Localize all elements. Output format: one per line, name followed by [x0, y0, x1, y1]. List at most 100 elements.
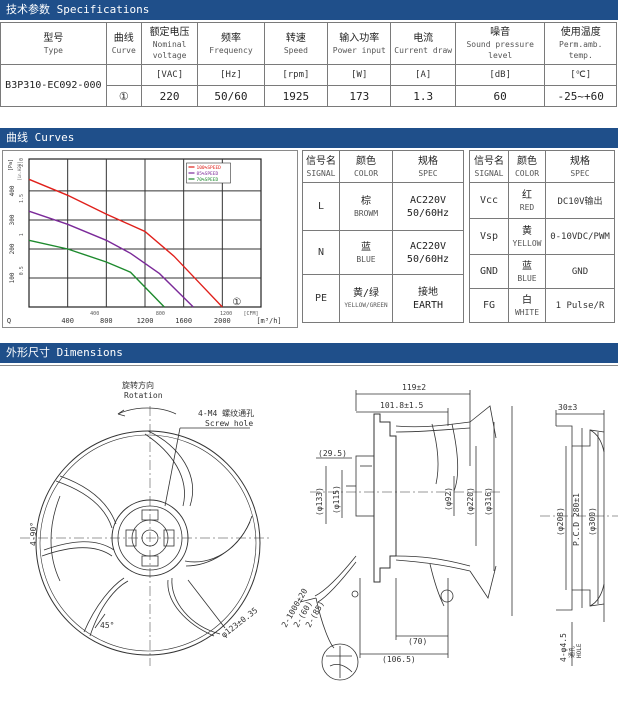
- dim-300: (φ300): [588, 507, 597, 536]
- dim-106: (106.5): [382, 655, 416, 664]
- unit-voltage: [VAC]: [140, 64, 199, 86]
- dim-208: (φ208): [556, 507, 565, 536]
- spec-curve-value: ①: [105, 85, 142, 107]
- fan-side-view: [299, 390, 513, 681]
- dim-119: 119±2: [402, 383, 426, 392]
- screw-hole-label-zh: 4-M4 螺纹通孔: [198, 408, 254, 418]
- signal-name: Vsp: [469, 218, 509, 255]
- dim-133: (φ133): [315, 487, 324, 516]
- y2-tick-label: 1.5: [19, 194, 25, 203]
- cfm-axis-label: [CFM]: [243, 311, 258, 317]
- y2-tick-label: 1: [19, 233, 25, 236]
- signal-name: N: [302, 230, 340, 275]
- signal-name: FG: [469, 288, 509, 323]
- specifications-header: 技术参数 Specifications: [0, 0, 618, 20]
- signal-spec: GND: [545, 254, 615, 289]
- y2-tick-label: 2.0: [19, 158, 25, 167]
- dim-316: (φ316): [484, 487, 493, 516]
- spec-frequency-value: 50/60: [197, 85, 265, 107]
- dimensions-header: 外形尺寸 Dimensions: [0, 343, 618, 363]
- rotation-label-en: Rotation: [124, 391, 163, 400]
- spec-power-value: 173: [327, 85, 392, 107]
- unit-power: [W]: [327, 64, 392, 86]
- y2-axis-label: [in.H2O]: [17, 161, 22, 180]
- impeller-front-view: [20, 406, 272, 666]
- spec-temp-value: -25~+60: [544, 85, 617, 107]
- unit-curve: [105, 64, 142, 86]
- x-tick-label: Q: [7, 317, 11, 325]
- x-tick-label: 1200: [137, 317, 154, 325]
- dim-29: (29.5): [318, 449, 347, 458]
- dim-92: (φ92): [444, 487, 453, 511]
- angle-4x90-label: 4-90°: [29, 522, 38, 546]
- signal-spec: DC10V输出: [545, 182, 615, 219]
- unit-current: [A]: [390, 64, 456, 86]
- curve-marker: ①: [232, 297, 241, 308]
- dim-115: (φ115): [332, 485, 341, 514]
- series-line-1: [28, 210, 194, 308]
- cfm-tick-label: 1200: [220, 311, 232, 317]
- legend-label: 85%SPEED: [197, 171, 219, 177]
- spec-type-value: B3P310-EC092-000: [0, 64, 107, 107]
- signal-name: L: [302, 182, 340, 231]
- x-tick-label: 1600: [175, 317, 192, 325]
- y-tick-label: 200: [9, 243, 16, 254]
- spec-speed-value: 1925: [263, 85, 329, 107]
- dim-pcd280: P.C.D 280±1: [572, 493, 581, 546]
- spec-current-value: 1.3: [390, 85, 456, 107]
- cfm-tick-label: 400: [90, 311, 99, 317]
- pcd-label: φ123±0.35: [220, 606, 260, 640]
- series-line-2: [28, 239, 165, 308]
- spec-noise-value: 60: [454, 85, 546, 107]
- legend-label: 100%SPEED: [197, 165, 222, 171]
- hole-label: 4-φ4.5: [559, 633, 568, 662]
- x-tick-label: 400: [61, 317, 74, 325]
- unit-speed: [rpm]: [263, 64, 329, 86]
- x-tick-label: [m³/h]: [256, 317, 281, 325]
- y2-tick-label: 0.5: [19, 266, 25, 275]
- x-tick-label: 800: [100, 317, 113, 325]
- legend-label: 70%SPEED: [197, 177, 219, 183]
- screw-hole-label-en: Screw hole: [205, 419, 253, 428]
- x-tick-label: 2000: [214, 317, 231, 325]
- signal-name: PE: [302, 274, 340, 323]
- dim-101: 101.8±1.5: [380, 401, 424, 410]
- unit-noise: [dB]: [454, 64, 546, 86]
- dim-70: (70): [408, 637, 427, 646]
- cfm-tick-label: 800: [156, 311, 165, 317]
- legend-box: [186, 162, 231, 184]
- hole-label-zh: 通孔: [568, 646, 576, 658]
- y-tick-label: 400: [9, 185, 16, 196]
- unit-frequency: [Hz]: [197, 64, 265, 86]
- series-line-0: [28, 178, 223, 308]
